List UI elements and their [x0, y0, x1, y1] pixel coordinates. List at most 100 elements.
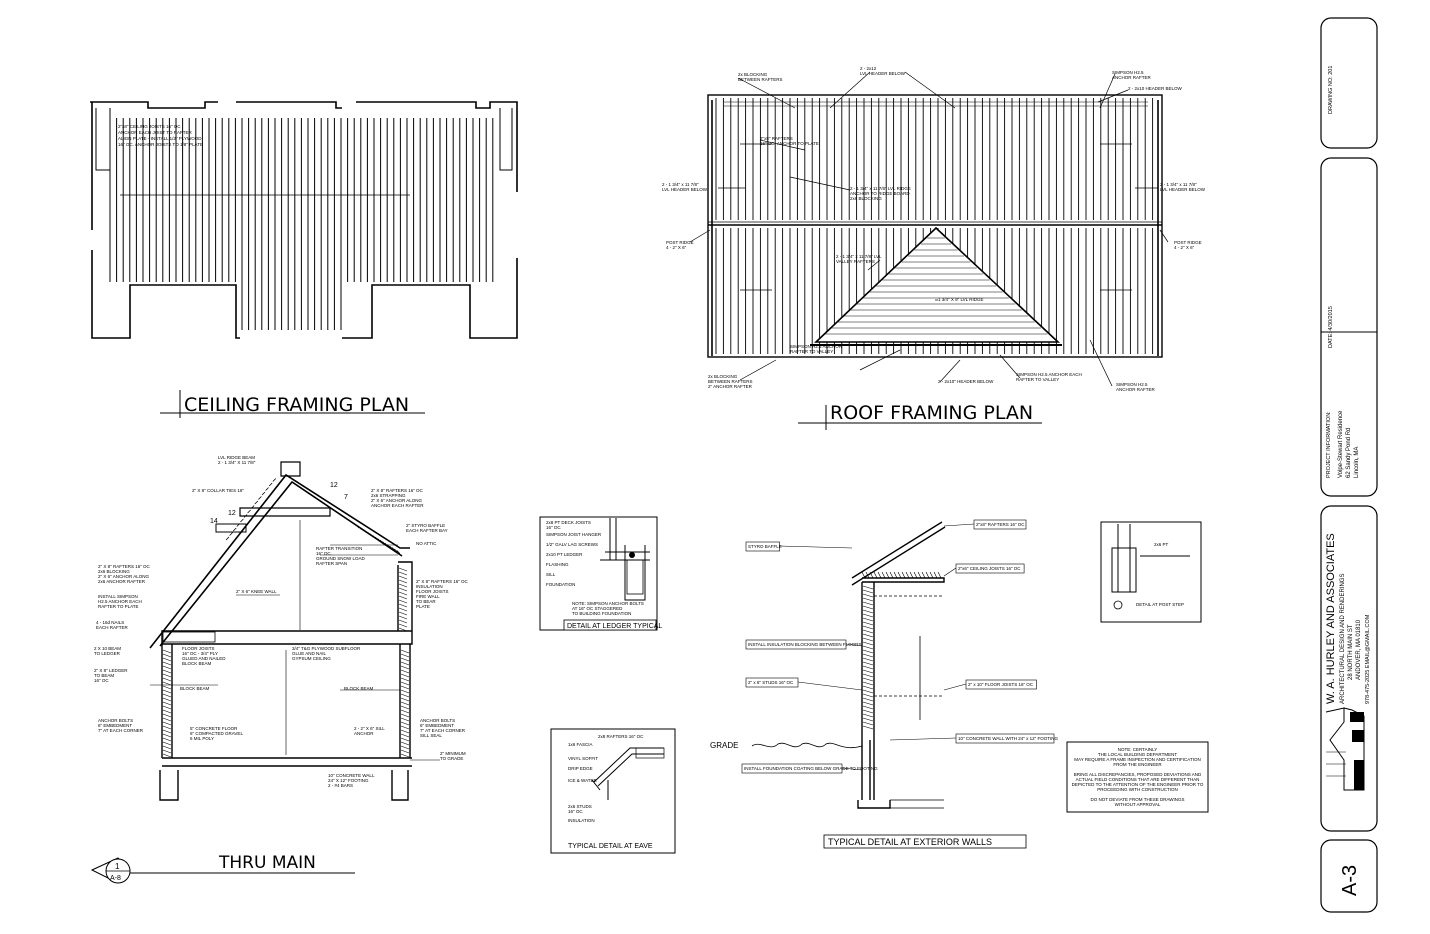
- svg-text:2x10 PT LEDGER: 2x10 PT LEDGER: [546, 552, 583, 557]
- svg-text:2x8 RAFTERS 16" OC: 2x8 RAFTERS 16" OC: [598, 734, 644, 739]
- svg-text:2 - 2x10" HEADER BELOW: 2 - 2x10" HEADER BELOW: [938, 379, 994, 384]
- wall-callout-3: STYRO BAFFLE: [748, 544, 782, 549]
- firm-tagline: ARCHITECTURAL DESIGN AND RENDERINGS: [1340, 574, 1346, 704]
- wall-callout-5: 2" x 6" STUDS 16" OC: [748, 680, 794, 685]
- svg-text:4 - 16d NAILS: 4 - 16d NAILS: [96, 620, 124, 625]
- note-line: FROM THE ENGINEER: [1113, 762, 1162, 767]
- wall-insulation-hatch: [861, 571, 942, 730]
- svg-text:2" X 8" RAFTERS 16" OC: 2" X 8" RAFTERS 16" OC: [98, 564, 151, 569]
- svg-text:TO BUILDING FOUNDATION: TO BUILDING FOUNDATION: [572, 611, 631, 616]
- wall-callout-6: INSTALL INSULATION BLOCKING BETWEEN FLOO…: [748, 642, 861, 647]
- svg-text:3/4" T&G PLYWOOD SUBFLOOR: 3/4" T&G PLYWOOD SUBFLOOR: [292, 646, 361, 651]
- sheet-number: A-3: [1339, 865, 1361, 896]
- drawing-date: DATE: 4/30/2015: [1328, 306, 1334, 348]
- svg-text:POST RIDGE: POST RIDGE: [666, 240, 694, 245]
- svg-text:1x6 FASCIA: 1x6 FASCIA: [568, 742, 593, 747]
- svg-text:24" X 12" FOOTING: 24" X 12" FOOTING: [328, 778, 369, 783]
- svg-text:2 - 2x10 HEADER BELOW: 2 - 2x10 HEADER BELOW: [1128, 86, 1183, 91]
- svg-text:2" ANCHOR RAFTER: 2" ANCHOR RAFTER: [708, 384, 753, 389]
- svg-text:2" X 6" KNEE WALL: 2" X 6" KNEE WALL: [236, 589, 277, 594]
- note-line: DO NOT DEVIATE FROM THESE DRAWINGS: [1090, 797, 1184, 802]
- note-line: DEPICTED TO THE ATTENTION OF THE ENGINEE…: [1072, 782, 1204, 787]
- svg-text:4 - 2" X 6": 4 - 2" X 6": [666, 245, 687, 250]
- slope-7: 7: [344, 494, 348, 501]
- svg-text:2" MINIMUM: 2" MINIMUM: [440, 751, 466, 756]
- svg-text:ALIGN PLATE - INSTALL 1/2" PLY: ALIGN PLATE - INSTALL 1/2" PLYWOOD: [118, 136, 202, 141]
- svg-text:2 - 1 3/4" x 11 7/8": 2 - 1 3/4" x 11 7/8": [662, 182, 699, 187]
- svg-text:RAFTER TO VALLEY: RAFTER TO VALLEY: [790, 349, 833, 354]
- svg-text:2 - 2x12: 2 - 2x12: [860, 66, 877, 71]
- svg-text:ANCHOR EACH JOIST TO RAFTER: ANCHOR EACH JOIST TO RAFTER: [118, 130, 193, 135]
- svg-text:BETWEEN RAFTERS: BETWEEN RAFTERS: [708, 379, 753, 384]
- svg-text:2" X 8" RAFTERS 16" OC: 2" X 8" RAFTERS 16" OC: [416, 579, 469, 584]
- svg-text:GROUND SNOW LOAD: GROUND SNOW LOAD: [316, 556, 366, 561]
- svg-text:6" EMBEDMENT: 6" EMBEDMENT: [98, 723, 132, 728]
- svg-text:BLOCK BEAM: BLOCK BEAM: [344, 686, 374, 691]
- section-title: THRU MAIN: [218, 853, 316, 873]
- ceiling-plan-title: CEILING FRAMING PLAN: [184, 394, 409, 416]
- svg-text:2x6 ANCHOR RAFTER: 2x6 ANCHOR RAFTER: [98, 579, 146, 584]
- svg-text:2x BLOCKING: 2x BLOCKING: [708, 374, 738, 379]
- svg-text:2" X 8" RAFTERS 16" OC: 2" X 8" RAFTERS 16" OC: [371, 488, 424, 493]
- svg-text:H2.5 ANCHOR EACH: H2.5 ANCHOR EACH: [98, 599, 142, 604]
- svg-text:TO BEAM: TO BEAM: [94, 673, 114, 678]
- svg-text:ANCHOR TO RIDGE BOARD: ANCHOR TO RIDGE BOARD: [850, 191, 910, 196]
- detail-exterior-walls: 2"x8" RAFTERS 16" OC2"x6" CEILING JOISTS…: [710, 519, 1058, 849]
- note-line: NOTE: CERTAINLY: [1118, 747, 1158, 752]
- svg-text:2" X 6" ANCHOR ALONG: 2" X 6" ANCHOR ALONG: [371, 498, 422, 503]
- project-line-1: Volpe-Stewart Residence: [1338, 410, 1344, 478]
- svg-text:6" EMBEDMENT: 6" EMBEDMENT: [420, 723, 454, 728]
- svg-text:16" OC. ANCHOR JOISTS TO 1/8": 16" OC. ANCHOR JOISTS TO 1/8" PLATE: [118, 142, 203, 147]
- svg-text:2" STYRO BAFFLE: 2" STYRO BAFFLE: [406, 523, 445, 528]
- svg-text:2"x8" RAFTERS: 2"x8" RAFTERS: [760, 136, 793, 141]
- svg-text:LVL HEADER BELOW: LVL HEADER BELOW: [860, 71, 906, 76]
- svg-text:LVL HEADER BELOW: LVL HEADER BELOW: [662, 187, 708, 192]
- note-line: MAY REQUIRE A FRAME INSPECTION AND CERTI…: [1074, 757, 1200, 762]
- svg-text:ANCHOR RAFTER: ANCHOR RAFTER: [1116, 387, 1156, 392]
- svg-text:EACH RAFTER BAY: EACH RAFTER BAY: [406, 528, 448, 533]
- svg-text:16" OC. ANCHOR TO PLATE: 16" OC. ANCHOR TO PLATE: [760, 141, 819, 146]
- svg-text:2 - 2" X 6" SILL: 2 - 2" X 6" SILL: [354, 726, 385, 731]
- svg-text:2 X 10 BEAM: 2 X 10 BEAM: [94, 646, 121, 651]
- section-marker-sheet: A-8: [110, 875, 121, 882]
- svg-text:TO LEDGER: TO LEDGER: [94, 651, 121, 656]
- detail-eave: 2x8 RAFTERS 16" OC 1x6 FASCIA VINYL SOFF…: [550, 728, 676, 854]
- svg-text:FOUNDATION: FOUNDATION: [546, 582, 575, 587]
- detail-post: 2x6 PT DETAIL AT POST STEP: [1100, 521, 1202, 623]
- svg-text:GLUED AND NAILED: GLUED AND NAILED: [182, 656, 226, 661]
- svg-text:16" OC: 16" OC: [94, 678, 109, 683]
- firm-address-1: 28 NORTH MAIN ST: [1348, 624, 1354, 680]
- svg-text:VINYL SOFFIT: VINYL SOFFIT: [568, 756, 598, 761]
- svg-text:SIMPSON H2.5 ANCHOR: SIMPSON H2.5 ANCHOR: [790, 344, 843, 349]
- note-line: BRING ALL DISCREPANCIES, PROPOSED DEVIAT…: [1074, 772, 1202, 777]
- svg-text:SIMPSON JOIST HANGER: SIMPSON JOIST HANGER: [546, 532, 602, 537]
- insulation-hatch: [162, 478, 410, 758]
- svg-text:10" CONCRETE WALL: 10" CONCRETE WALL: [328, 773, 375, 778]
- ceiling-plan-outline: [90, 101, 518, 339]
- svg-text:ICE & WATER: ICE & WATER: [568, 778, 598, 783]
- note-line: ACTUAL FIELD CONDITIONS THAT ARE DIFFERE…: [1076, 777, 1200, 782]
- svg-text:SIMPSON H2.5: SIMPSON H2.5: [1112, 70, 1144, 75]
- project-line-2: 62 Sandy Pond Rd: [1346, 428, 1352, 478]
- svg-text:ANCHOR EACH RAFTER: ANCHOR EACH RAFTER: [371, 503, 424, 508]
- svg-text:2" X 6" ANCHOR ALONG: 2" X 6" ANCHOR ALONG: [98, 574, 149, 579]
- svg-text:ANCHOR RAFTER: ANCHOR RAFTER: [1112, 75, 1152, 80]
- project-line-3: Lincoln, MA: [1354, 447, 1360, 478]
- detail-ledger: 2x8 PT DECK JOISTS 16" OC SIMPSON JOIST …: [539, 516, 662, 631]
- detail-ledger-title: DETAIL AT LEDGER TYPICAL: [567, 623, 662, 630]
- firm-logo: [1325, 707, 1365, 791]
- svg-text:2 - 1 3/4" x 11 7/8" LVL: 2 - 1 3/4" x 11 7/8" LVL: [836, 254, 882, 259]
- svg-text:6" COMPACTED GRAVEL: 6" COMPACTED GRAVEL: [190, 731, 243, 736]
- svg-text:2x6 STUDS: 2x6 STUDS: [568, 804, 592, 809]
- wall-callout-2: 2"x6" CEILING JOISTS 16" OC: [958, 566, 1021, 571]
- svg-text:6 MIL POLY: 6 MIL POLY: [190, 736, 214, 741]
- svg-text:16" OC: 16" OC: [546, 525, 561, 530]
- svg-text:2x6 STRAPPING: 2x6 STRAPPING: [371, 493, 406, 498]
- svg-text:NO ATTIC: NO ATTIC: [416, 541, 437, 546]
- svg-text:2" X 8" COLLAR TIES 16": 2" X 8" COLLAR TIES 16": [192, 488, 244, 493]
- svg-text:2 - 1 3/4" X 11 7/8": 2 - 1 3/4" X 11 7/8": [218, 460, 256, 465]
- svg-text:2 - #4 BARS: 2 - #4 BARS: [328, 783, 353, 788]
- svg-text:TO BEAR: TO BEAR: [416, 599, 436, 604]
